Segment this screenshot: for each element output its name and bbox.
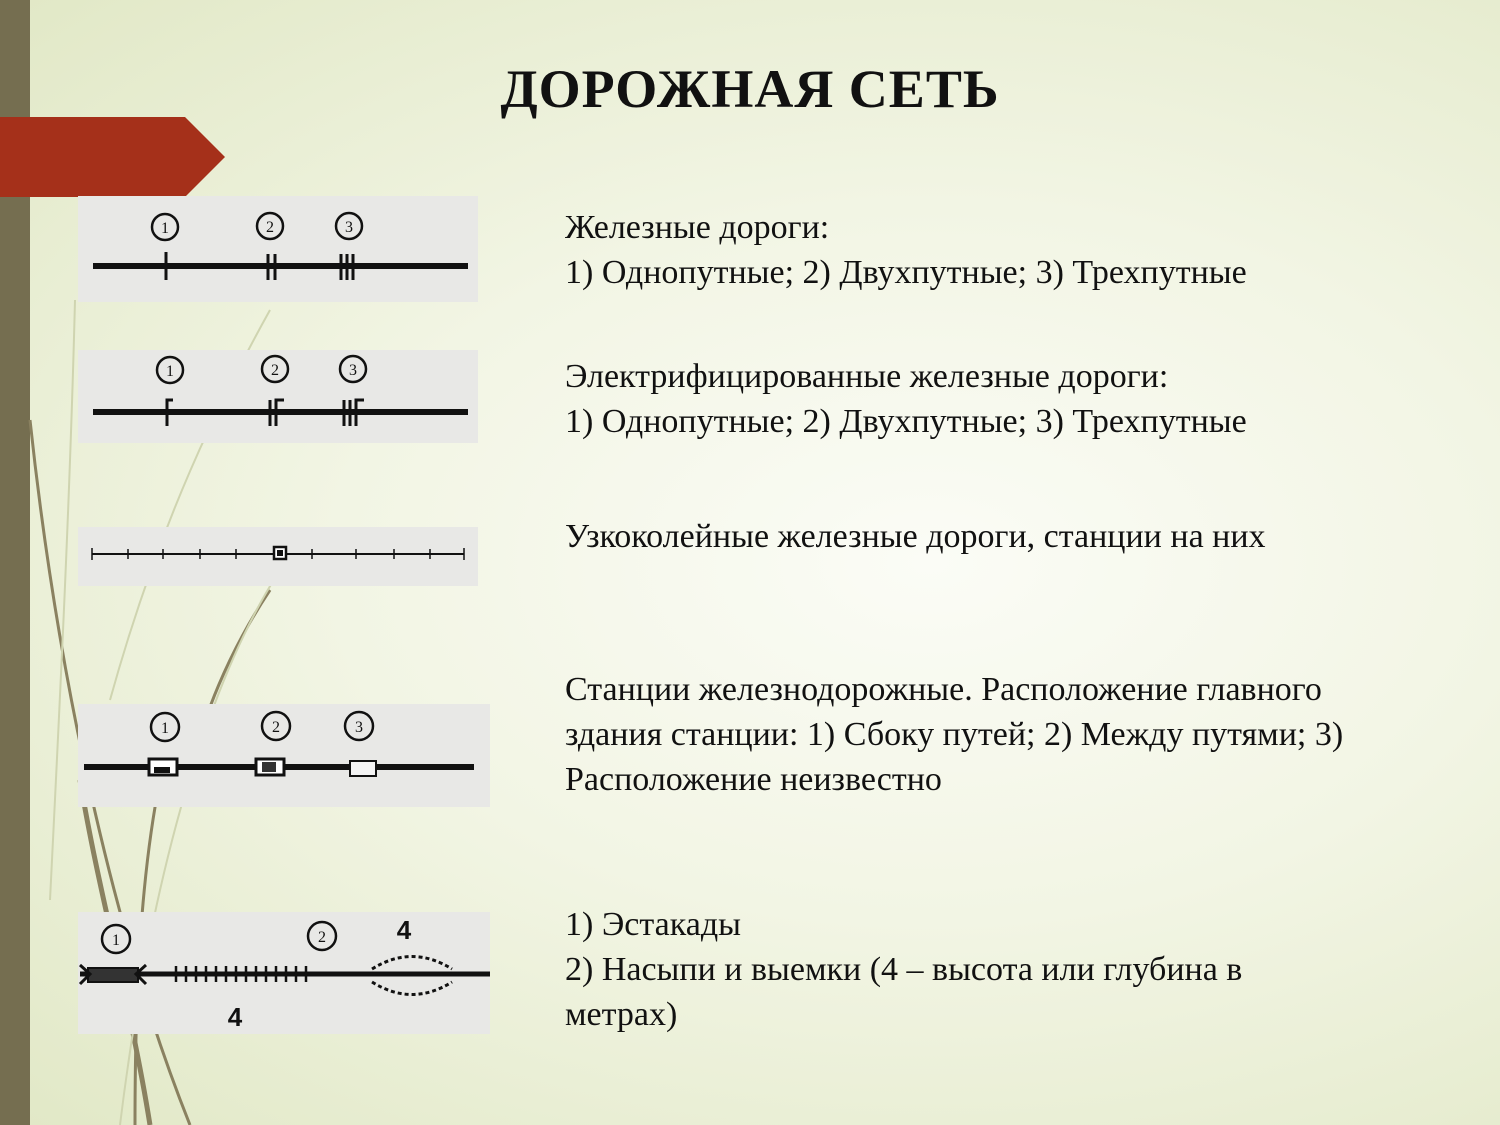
symbol-label: 1 xyxy=(161,720,169,737)
red-arrow-accent xyxy=(0,117,225,197)
symbol-mark xyxy=(109,309,271,701)
overpass-embankment-symbol-image: 1 2 4 4 xyxy=(78,912,490,1034)
symbol-label: 2 xyxy=(272,719,280,736)
text-line: 1) Однопутные; 2) Двухпутные; 3) Трехпут… xyxy=(565,403,1247,440)
text-block-overpass: 1) Эстакады 2) Насыпи и выемки (4 – высо… xyxy=(565,902,1445,1037)
text-line: 1) Однопутные; 2) Двухпутные; 3) Трехпут… xyxy=(565,254,1247,291)
symbol-label: 4 xyxy=(397,915,412,945)
station-symbol-image: 1 2 3 xyxy=(78,704,490,807)
text-block-electrified: Электрифицированные железные дороги: 1) … xyxy=(565,354,1445,444)
symbol-label: 1 xyxy=(166,363,174,380)
symbol-label: 3 xyxy=(355,719,363,736)
symbol-mark xyxy=(334,211,364,241)
text-block-stations: Станции железнодорожные. Расположение гл… xyxy=(565,667,1445,802)
text-line: Расположение неизвестно xyxy=(565,761,942,798)
symbol-label: 2 xyxy=(266,219,274,236)
symbol-label: 1 xyxy=(161,220,169,237)
symbol-mark xyxy=(260,710,292,742)
text-line: здания станции: 1) Сбоку путей; 2) Между… xyxy=(565,716,1344,753)
text-line: Узкоколейные железные дороги, станции на… xyxy=(565,518,1266,555)
railway-symbol-image: 1 2 3 xyxy=(78,196,478,302)
symbol-mark xyxy=(371,980,453,996)
symbol-mark xyxy=(274,398,284,426)
text-line: Станции железнодорожные. Расположение гл… xyxy=(565,671,1322,708)
symbol-mark xyxy=(119,540,300,1125)
symbol-mark xyxy=(306,920,338,952)
symbol-mark xyxy=(277,550,283,556)
symbol-mark xyxy=(87,967,139,983)
text-line: 2) Насыпи и выемки (4 – высота или глуби… xyxy=(565,951,1243,988)
symbol-mark xyxy=(349,760,377,777)
symbol-mark xyxy=(100,923,132,955)
symbol-mark xyxy=(371,955,453,971)
narrow-gauge-symbol-image xyxy=(78,527,478,586)
symbol-mark xyxy=(154,767,170,773)
symbol-mark xyxy=(155,355,185,385)
text-line: Железные дороги: xyxy=(565,209,830,246)
symbol-mark xyxy=(338,354,368,384)
symbol-label: 2 xyxy=(271,362,279,379)
text-block-railways: Железные дороги: 1) Однопутные; 2) Двухп… xyxy=(565,205,1445,295)
slide-title: ДОРОЖНАЯ СЕТЬ xyxy=(500,59,1000,119)
symbol-mark xyxy=(343,710,375,742)
symbol-mark xyxy=(260,354,290,384)
symbol-label: 3 xyxy=(345,219,353,236)
symbol-mark xyxy=(78,963,148,986)
symbol-label: 2 xyxy=(318,929,326,946)
symbol-label: 4 xyxy=(228,1002,243,1032)
symbol-label: 1 xyxy=(112,932,120,949)
symbol-mark xyxy=(354,398,364,426)
symbol-mark xyxy=(255,211,285,241)
symbol-mark xyxy=(165,398,173,426)
symbol-mark xyxy=(262,762,276,772)
symbol-mark xyxy=(149,711,181,743)
electrified-railway-symbol-image: 1 2 3 xyxy=(78,350,478,443)
symbol-mark xyxy=(150,212,180,242)
text-line: метрах) xyxy=(565,996,678,1033)
text-line: 1) Эстакады xyxy=(565,906,741,943)
text-block-narrow-gauge: Узкоколейные железные дороги, станции на… xyxy=(565,514,1445,559)
text-line: Электрифицированные железные дороги: xyxy=(565,358,1169,395)
symbol-label: 3 xyxy=(349,362,357,379)
symbol-mark xyxy=(49,299,76,901)
symbol-mark xyxy=(28,419,192,1125)
